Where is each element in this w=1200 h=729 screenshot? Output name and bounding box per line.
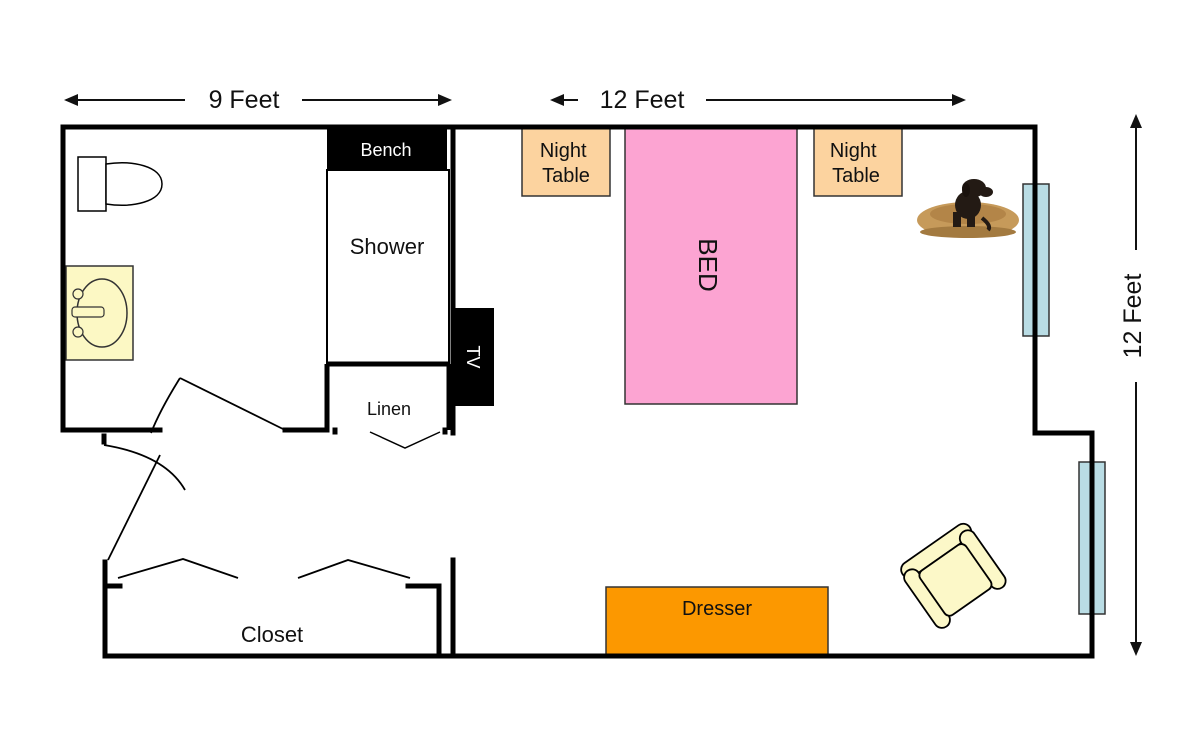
dresser: Dresser bbox=[605, 586, 829, 656]
dimension-label: 12 Feet bbox=[600, 86, 685, 114]
svg-text:Night Table: Night Table bbox=[830, 140, 882, 187]
dresser-label: Dresser bbox=[682, 598, 752, 620]
linen-label: Linen bbox=[367, 399, 411, 419]
dimension-bath-width: 9 Feet bbox=[64, 86, 452, 114]
tv: TV bbox=[452, 308, 494, 406]
bench: Bench bbox=[327, 128, 447, 170]
sink-icon bbox=[65, 265, 134, 361]
night-table-label: Night bbox=[830, 140, 877, 162]
dog-on-bed-icon bbox=[917, 179, 1019, 238]
night-table-label: Table bbox=[832, 165, 880, 187]
night-table-right: Night Table bbox=[813, 127, 903, 197]
dimension-bedroom-height: 12 Feet bbox=[1119, 114, 1147, 656]
dimension-bedroom-width: 12 Feet bbox=[550, 86, 966, 114]
toilet-icon bbox=[77, 156, 163, 212]
bathroom-door bbox=[103, 377, 286, 561]
armchair-icon bbox=[900, 522, 1007, 629]
walls bbox=[60, 124, 1095, 659]
svg-text:Night Table: Night Table bbox=[540, 140, 592, 187]
bed: BED bbox=[624, 125, 798, 405]
bed-label: BED bbox=[693, 238, 723, 291]
shower-label: Shower bbox=[350, 234, 425, 259]
linen-closet: Linen bbox=[324, 361, 452, 449]
dimension-label: 12 Feet bbox=[1119, 274, 1147, 359]
dimension-label: 9 Feet bbox=[209, 86, 280, 114]
closet-label: Closet bbox=[241, 622, 303, 647]
night-table-label: Night bbox=[540, 140, 587, 162]
night-table-label: Table bbox=[542, 165, 590, 187]
tv-label: TV bbox=[463, 345, 483, 368]
bench-label: Bench bbox=[360, 140, 411, 160]
closet-doors bbox=[117, 558, 411, 579]
shower: Shower bbox=[326, 169, 450, 365]
night-table-left: Night Table bbox=[521, 127, 611, 197]
